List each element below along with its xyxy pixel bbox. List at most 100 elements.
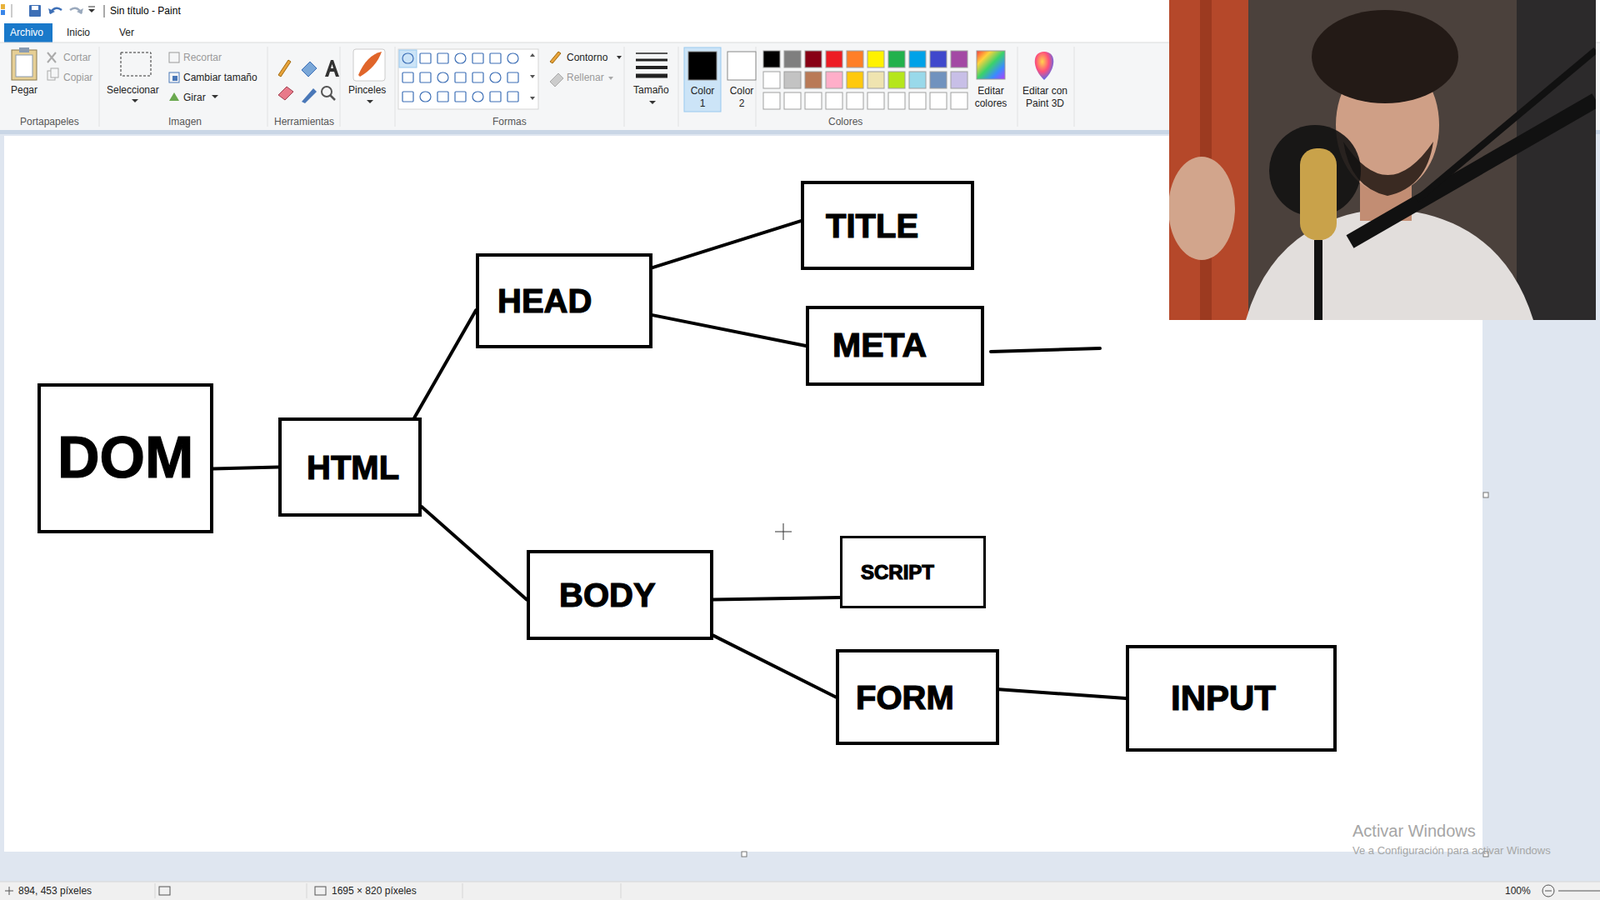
tool-icons	[278, 60, 340, 104]
file-tab	[4, 23, 53, 43]
shape-icon	[437, 91, 449, 102]
group-label: Portapapeles	[20, 115, 80, 129]
shape-icon	[455, 91, 466, 102]
node-label: FORM	[855, 680, 955, 715]
palette-swatch	[930, 50, 947, 68]
status-border	[0, 881, 1600, 883]
size-icon	[635, 53, 668, 105]
node-label: SCRIPT	[860, 561, 935, 583]
node-label: TITLE	[825, 208, 919, 244]
shape-icon	[420, 72, 431, 83]
button-label: Rellenar	[566, 71, 605, 85]
palette-swatch	[763, 92, 780, 110]
tree-connector	[213, 467, 279, 470]
palette-swatch	[950, 92, 968, 110]
shape-icon	[420, 91, 431, 102]
shape-icon	[490, 53, 501, 64]
palette-swatch	[888, 92, 905, 110]
file-tab-label: Archivo	[10, 26, 44, 40]
palette-swatch	[763, 50, 780, 68]
shape-icon	[472, 72, 484, 83]
palette-swatch	[867, 50, 885, 68]
shape-icon	[437, 53, 449, 64]
shape-icon	[455, 72, 466, 83]
tab-label: Inicio	[66, 26, 90, 40]
outline-fill-icons	[550, 51, 622, 87]
node-label: BODY	[559, 577, 656, 613]
node-label: INPUT	[1170, 680, 1276, 717]
tree-node-box: INPUT	[1125, 645, 1337, 752]
tree-connector	[652, 220, 801, 268]
status-text: 100%	[1505, 885, 1531, 898]
node-label: HTML	[306, 450, 400, 485]
status-text: 1695 × 820 píxeles	[331, 885, 417, 898]
palette-swatch	[805, 71, 822, 89]
palette-swatch	[846, 50, 864, 68]
palette-swatch	[867, 71, 885, 89]
palette-swatch	[888, 50, 905, 68]
webcam-overlay	[1169, 0, 1596, 320]
shapes-gallery	[398, 49, 539, 110]
shape-icon	[507, 91, 519, 102]
button-label: Pinceles	[348, 84, 386, 97]
shape-icon	[507, 72, 519, 83]
palette-swatch	[909, 50, 926, 68]
button-label: Pegar	[10, 84, 38, 97]
shape-icon	[455, 53, 466, 64]
palette-swatch	[825, 92, 843, 110]
tree-connector	[713, 635, 836, 698]
button-label: Tamaño	[633, 84, 670, 97]
gallery-scroll	[530, 53, 535, 100]
button-label: Cambiar tamaño	[183, 71, 258, 85]
button-label: Cortar	[63, 51, 91, 65]
tree-node-box: HEAD	[475, 253, 653, 349]
shape-icon	[490, 91, 501, 102]
palette-swatch	[784, 71, 801, 89]
status-bar	[0, 881, 1600, 900]
color-selectors	[684, 47, 756, 112]
palette-swatch	[825, 71, 843, 89]
palette-swatch	[930, 71, 947, 89]
dangling-line	[990, 348, 1100, 352]
shape-icon	[507, 53, 519, 64]
quick-access-icons	[0, 4, 105, 18]
palette-swatch	[950, 50, 968, 68]
tree-connector	[999, 689, 1126, 699]
group-label: Imagen	[168, 115, 202, 129]
button-label: Color 2	[726, 85, 757, 110]
palette-swatch	[805, 50, 822, 68]
shape-icon	[472, 53, 484, 64]
tree-node-box: DOM	[37, 383, 214, 534]
node-label: META	[832, 327, 927, 364]
group-label: Formas	[492, 115, 527, 129]
clipboard-icons	[11, 47, 59, 80]
palette-swatch	[888, 71, 905, 89]
group-label: Herramientas	[274, 115, 335, 129]
tree-connector	[652, 315, 806, 346]
button-label: Contorno	[566, 51, 608, 65]
palette-swatch	[930, 92, 947, 110]
tree-node-box: TITLE	[800, 180, 975, 270]
tree-node-box: META	[805, 305, 985, 386]
tree-node-box: HTML	[278, 417, 422, 517]
group-separators	[99, 46, 1075, 127]
button-label: Color 1	[687, 85, 718, 110]
status-text: 894, 453 píxeles	[18, 885, 92, 898]
palette-swatch	[825, 50, 843, 68]
activation-watermark: Ve a Configuración para activar Windows	[1352, 844, 1551, 857]
palette-swatch	[784, 92, 801, 110]
shapes-frame	[398, 49, 539, 110]
shape-icon	[472, 91, 484, 102]
tree-node-box: FORM	[835, 649, 1000, 745]
button-label: Editar con Paint 3D	[1019, 85, 1071, 110]
resize-handle	[741, 851, 747, 857]
button-label: Copiar	[63, 71, 93, 85]
window-title: Sin título - Paint	[110, 5, 181, 18]
shape-icon	[437, 72, 449, 83]
palette-swatch	[784, 50, 801, 68]
palette-swatch	[867, 92, 885, 110]
activation-watermark: Activar Windows	[1352, 820, 1476, 841]
tree-connector	[713, 597, 840, 600]
resize-handle	[1483, 492, 1489, 498]
tree-connector	[421, 506, 527, 600]
